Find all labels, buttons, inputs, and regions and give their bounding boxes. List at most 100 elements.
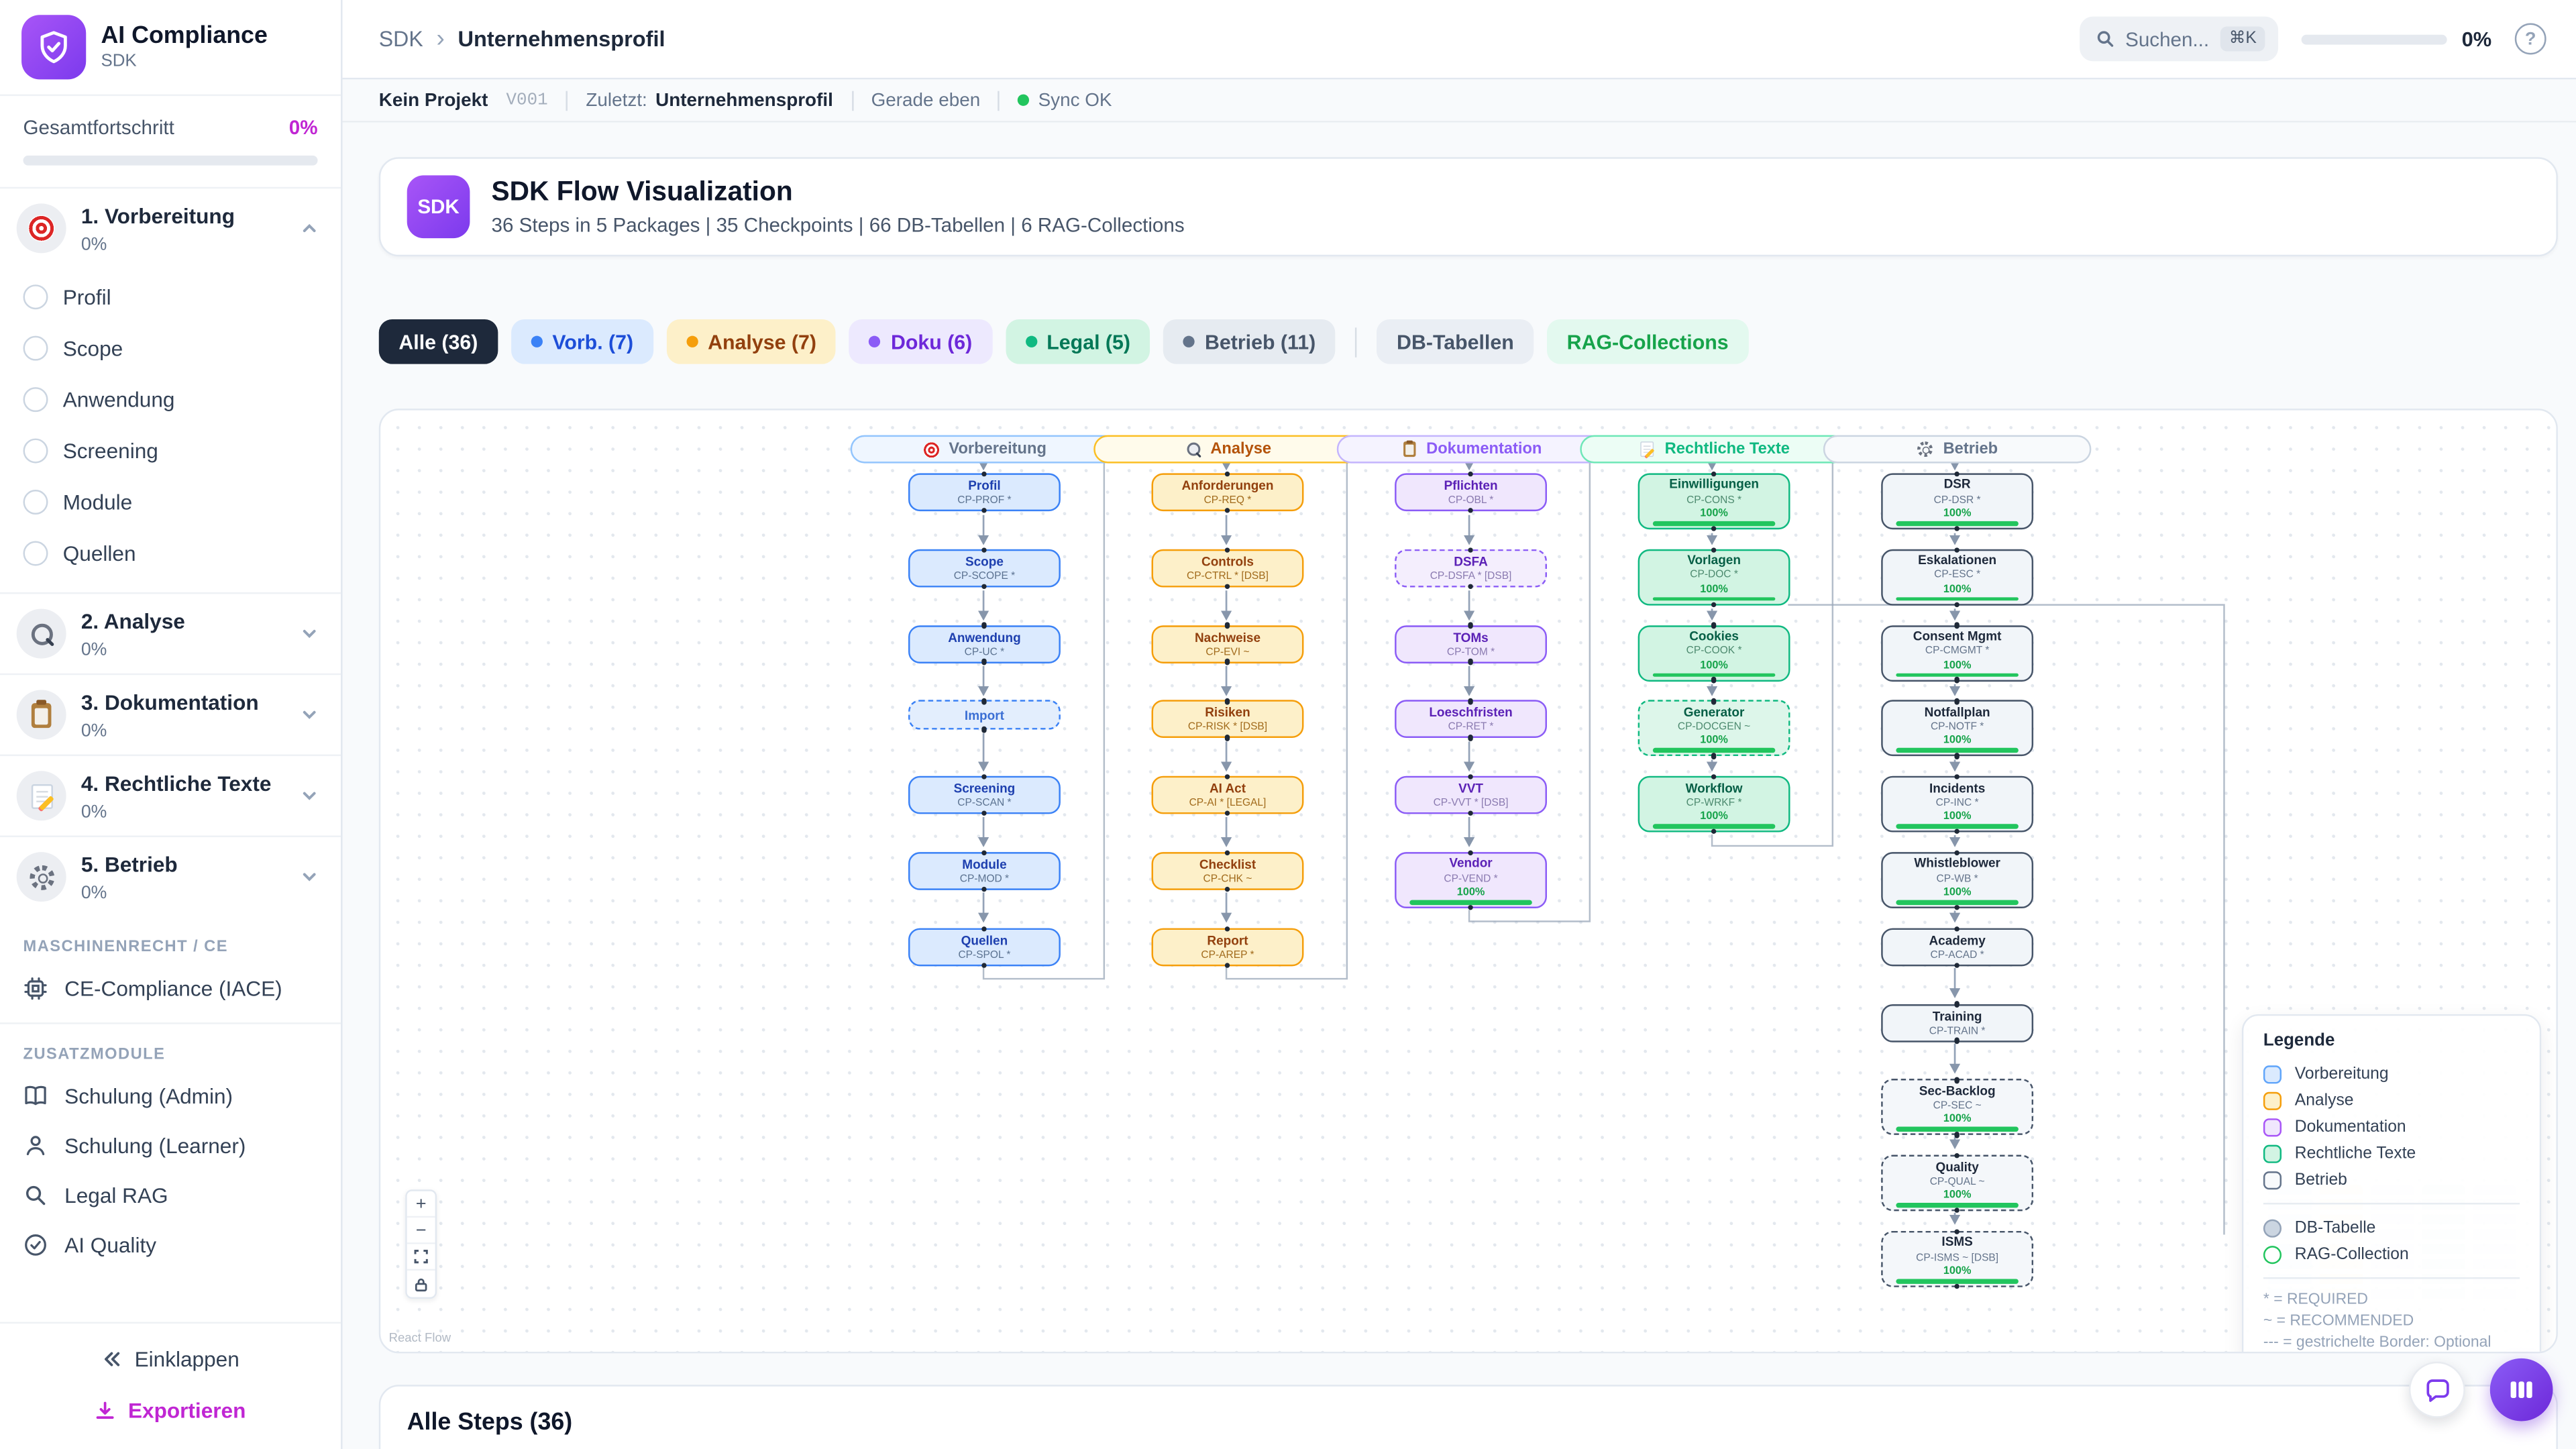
flow-column-header-doku[interactable]: Dokumentation (1337, 435, 1605, 464)
flow-node-vorlagen[interactable]: VorlagenCP-DOC *100% (1638, 549, 1790, 605)
breadcrumb-root[interactable]: SDK (379, 26, 423, 51)
filter-chip-rag-collections[interactable]: RAG-Collections (1547, 319, 1748, 364)
filter-chip-betrieb[interactable]: Betrieb (11) (1163, 319, 1335, 364)
sidebar-step-screening[interactable]: Screening (0, 425, 341, 476)
flow-node-training[interactable]: TrainingCP-TRAIN * (1881, 1004, 2033, 1042)
search-button[interactable]: Suchen... ⌘K (2079, 17, 2278, 62)
sidebar-phase-vorbereitung[interactable]: 1. Vorbereitung 0% (0, 189, 341, 268)
flow-node-dsr[interactable]: DSRCP-DSR *100% (1881, 473, 2033, 529)
flow-node-quality[interactable]: QualityCP-QUAL ~100% (1881, 1155, 2033, 1212)
filter-chip-alle[interactable]: Alle (36) (379, 319, 498, 364)
flow-column-header-analyse[interactable]: Analyse (1093, 435, 1362, 464)
help-button[interactable]: ? (2515, 23, 2546, 55)
legend-swatch-dokumentation (2263, 1118, 2282, 1136)
magnifier-icon (17, 609, 66, 659)
flow-node-eskalationen[interactable]: EskalationenCP-ESC *100% (1881, 549, 2033, 605)
panel-fab-button[interactable] (2490, 1358, 2553, 1421)
flow-node-workflow[interactable]: WorkflowCP-WRKF *100% (1638, 776, 1790, 833)
filter-chip-doku[interactable]: Doku (6) (849, 319, 992, 364)
flow-column-header-legal[interactable]: Rechtliche Texte (1580, 435, 1848, 464)
sidebar-step-profil[interactable]: Profil (0, 271, 341, 322)
flow-column-header-vorbereitung[interactable]: Vorbereitung (851, 435, 1119, 464)
sidebar-step-quellen[interactable]: Quellen (0, 528, 341, 579)
legend-panel: Legende Vorbereitung Analyse Dokumentati… (2242, 1014, 2541, 1354)
project-status: Kein Projekt (379, 90, 488, 110)
chat-fab-button[interactable] (2409, 1362, 2465, 1418)
flow-node-einwilligungen[interactable]: EinwilligungenCP-CONS *100% (1638, 473, 1790, 529)
fit-view-button[interactable] (407, 1244, 435, 1271)
flow-node-module[interactable]: ModuleCP-MOD * (908, 852, 1061, 890)
zoom-in-button[interactable]: + (407, 1191, 435, 1218)
node-progress-bar (1896, 749, 2019, 753)
export-button[interactable]: Exportieren (0, 1385, 341, 1436)
search-icon (23, 1182, 48, 1207)
flow-node-pflichten[interactable]: PflichtenCP-OBL * (1395, 473, 1547, 511)
flow-node-vvt[interactable]: VVTCP-VVT * [DSB] (1395, 776, 1547, 814)
flow-node-cookies[interactable]: CookiesCP-COOK *100% (1638, 625, 1790, 681)
legend-title: Legende (2263, 1031, 2520, 1051)
flow-node-quellen[interactable]: QuellenCP-SPOL * (908, 928, 1061, 966)
filter-chip-vorbereitung[interactable]: Vorb. (7) (511, 319, 653, 364)
sync-status: Sync OK (1038, 90, 1112, 110)
chat-bubble-icon (2423, 1376, 2451, 1404)
flow-column-header-betrieb[interactable]: Betrieb (1823, 435, 2092, 464)
phase-label: 1. Vorbereitung (81, 203, 235, 228)
flow-node-academy[interactable]: AcademyCP-ACAD * (1881, 928, 2033, 966)
page-subtitle: 36 Steps in 5 Packages | 35 Checkpoints … (491, 214, 1184, 237)
flow-node-ai-act[interactable]: AI ActCP-AI * [LEGAL] (1152, 776, 1304, 814)
shield-check-icon (21, 15, 86, 79)
sidebar-phase-dokumentation[interactable]: 3. Dokumentation 0% (0, 674, 341, 755)
last-label: Zuletzt: (586, 90, 647, 110)
sidebar-item-schulung-admin[interactable]: Schulung (Admin) (0, 1071, 341, 1120)
header-progress-bar (2301, 34, 2447, 44)
flow-node-anwendung[interactable]: AnwendungCP-UC * (908, 625, 1061, 663)
magnifier-icon (1184, 440, 1202, 458)
flow-canvas[interactable]: VorbereitungProfilCP-PROF * ScopeCP-SCOPE… (379, 409, 2558, 1353)
flow-node-scope[interactable]: ScopeCP-SCOPE * (908, 549, 1061, 587)
sidebar-item-schulung-learner[interactable]: Schulung (Learner) (0, 1120, 341, 1170)
flow-node-dsfa[interactable]: DSFACP-DSFA * [DSB] (1395, 549, 1547, 587)
flow-node-anforderungen[interactable]: AnforderungenCP-REQ * (1152, 473, 1304, 511)
legend-item: RAG-Collection (2263, 1241, 2520, 1267)
flow-node-import[interactable]: Import (908, 700, 1061, 730)
flow-node-consent-mgmt[interactable]: Consent MgmtCP-CMGMT *100% (1881, 625, 2033, 681)
flow-node-sec-backlog[interactable]: Sec-BacklogCP-SEC ~100% (1881, 1079, 2033, 1136)
flow-node-profil[interactable]: ProfilCP-PROF * (908, 473, 1061, 511)
filter-chip-legal[interactable]: Legal (5) (1006, 319, 1150, 364)
lock-button[interactable] (407, 1271, 435, 1297)
flow-node-isms[interactable]: ISMSCP-ISMS ~ [DSB]100% (1881, 1231, 2033, 1287)
flow-node-toms[interactable]: TOMsCP-TOM * (1395, 625, 1547, 663)
flow-node-report[interactable]: ReportCP-AREP * (1152, 928, 1304, 966)
filter-chip-db-tabellen[interactable]: DB-Tabellen (1377, 319, 1534, 364)
sidebar-item-ce-compliance[interactable]: CE-Compliance (IACE) (0, 963, 341, 1012)
sidebar-step-scope[interactable]: Scope (0, 323, 341, 374)
flow-node-notfallplan[interactable]: NotfallplanCP-NOTF *100% (1881, 700, 2033, 757)
sidebar-phase-rechtliche-texte[interactable]: 4. Rechtliche Texte 0% (0, 755, 341, 836)
flow-node-generator[interactable]: GeneratorCP-DOCGEN ~100% (1638, 700, 1790, 757)
node-progress-bar (1896, 673, 2019, 677)
overall-progress-label: Gesamtfortschritt (23, 116, 174, 140)
sidebar-item-ai-quality[interactable]: AI Quality (0, 1220, 341, 1269)
react-flow-attribution[interactable]: React Flow (389, 1330, 451, 1345)
flow-node-incidents[interactable]: IncidentsCP-INC *100% (1881, 776, 2033, 833)
flow-node-whistleblower[interactable]: WhistleblowerCP-WB *100% (1881, 852, 2033, 908)
flow-node-checklist[interactable]: ChecklistCP-CHK ~ (1152, 852, 1304, 890)
page-title: SDK Flow Visualization (491, 176, 1184, 209)
collapse-sidebar-button[interactable]: Einklappen (0, 1334, 341, 1385)
node-progress-bar (1653, 749, 1776, 753)
filter-chip-analyse[interactable]: Analyse (7) (666, 319, 836, 364)
flow-node-loeschfristen[interactable]: LoeschfristenCP-RET * (1395, 700, 1547, 739)
flow-node-nachweise[interactable]: NachweiseCP-EVI ~ (1152, 625, 1304, 663)
overall-progress-value: 0% (289, 116, 318, 140)
sidebar-item-legal-rag[interactable]: Legal RAG (0, 1170, 341, 1220)
sidebar-phase-analyse[interactable]: 2. Analyse 0% (0, 594, 341, 673)
sidebar-step-anwendung[interactable]: Anwendung (0, 374, 341, 425)
sidebar-step-module[interactable]: Module (0, 476, 341, 527)
top-header: SDK › Unternehmensprofil Suchen... ⌘K 0%… (343, 0, 2576, 79)
flow-node-risiken[interactable]: RisikenCP-RISK * [DSB] (1152, 700, 1304, 739)
zoom-out-button[interactable]: − (407, 1218, 435, 1244)
flow-node-screening[interactable]: ScreeningCP-SCAN * (908, 776, 1061, 814)
flow-node-vendor[interactable]: VendorCP-VEND *100% (1395, 852, 1547, 908)
flow-node-controls[interactable]: ControlsCP-CTRL * [DSB] (1152, 549, 1304, 587)
sidebar-phase-betrieb[interactable]: 5. Betrieb 0% (0, 835, 341, 916)
